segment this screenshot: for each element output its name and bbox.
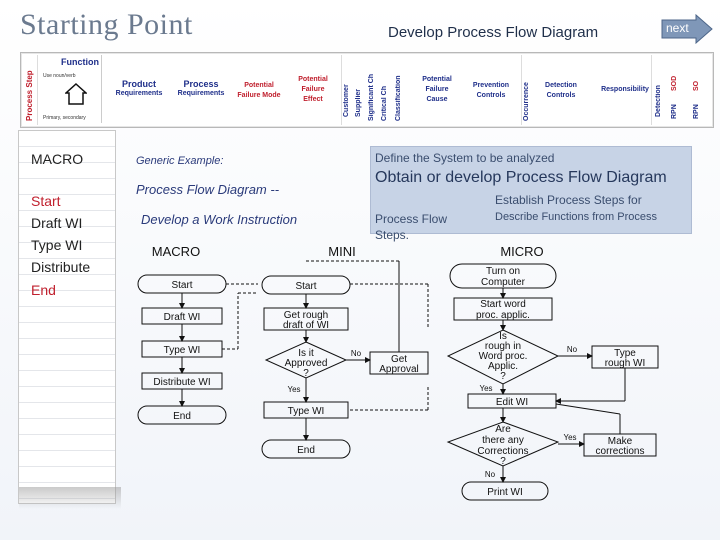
process-step-header: Process Step [25, 70, 34, 121]
list-item-distribute: Distribute [31, 259, 91, 275]
col-mini: MINI [328, 244, 355, 259]
mini-yes: Yes [287, 385, 300, 394]
mini-start: Start [295, 281, 316, 292]
mini-end: End [297, 445, 315, 456]
supplier-header: Supplier [355, 88, 362, 117]
list-item-draft: Draft WI [31, 215, 83, 231]
instruction-2: Obtain or develop Process Flow Diagram [375, 169, 667, 186]
mini-rough-1: Get rough [284, 310, 328, 321]
macro-end: End [173, 411, 191, 422]
rpn-header-2: RPN [693, 104, 700, 119]
mini-get-1: Get [391, 354, 407, 365]
function-hint: Use noun/verb [43, 73, 76, 79]
mini-rough-2: draft of WI [283, 320, 329, 331]
mini-approved-1: Is it [298, 348, 314, 359]
micro-no2: No [485, 470, 496, 479]
process-list-panel: MACRO Start Draft WI Type WI Distribute … [18, 130, 121, 509]
list-item-start: Start [31, 193, 61, 209]
generic-example-line2: Develop a Work Instruction [141, 212, 298, 227]
detection-header: Detection [655, 85, 662, 117]
micro-make-1: Make [608, 436, 633, 447]
critical-ch-header: Critical Ch [381, 85, 388, 121]
micro-rough-4: Applic. [488, 361, 518, 372]
micro-rough-1: Is [499, 331, 507, 342]
classification-header: Classification [395, 75, 402, 121]
responsibility-header: Responsibility [601, 86, 649, 93]
list-item-end: End [31, 282, 56, 298]
micro-corr-3: Corrections [477, 446, 528, 457]
mini-no: No [351, 349, 362, 358]
micro-corr-2: there any [482, 435, 524, 446]
micro-rough-3: Word proc. [479, 351, 528, 362]
micro-corr-4: ? [500, 456, 506, 467]
mini-get-2: Approval [379, 364, 418, 375]
instruction-5: Describe Functions from Process [495, 211, 657, 223]
customer-header: Customer [343, 84, 350, 117]
function-header: Function Use noun/verb Primary, secondar… [39, 55, 102, 123]
mini-approved-3: ? [303, 368, 309, 379]
mini-approved-2: Approved [285, 358, 328, 369]
next-label: next [666, 21, 689, 35]
rpn-header-1: RPN [671, 104, 678, 119]
macro-distribute: Distribute WI [153, 377, 210, 388]
fmea-header: Process Step Function Use noun/verb Prim… [20, 52, 714, 128]
generic-example-label: Generic Example: [136, 155, 224, 167]
micro-no: No [567, 345, 578, 354]
function-hint-2: Primary, secondary [43, 115, 86, 121]
arrow-right-icon [661, 14, 713, 44]
micro-turn-2: Computer [481, 277, 526, 288]
micro-edit: Edit WI [496, 397, 528, 408]
micro-rough-5: ? [500, 371, 506, 382]
list-item-type: Type WI [31, 237, 83, 253]
micro-corr-1: Are [495, 424, 511, 435]
micro-make-2: corrections [596, 446, 645, 457]
micro-turn-1: Turn on [486, 266, 520, 277]
list-item-macro: MACRO [31, 151, 84, 167]
mini-type: Type WI [288, 406, 325, 417]
micro-print: Print WI [487, 487, 523, 498]
micro-start-1: Start word [480, 299, 526, 310]
sod-header: SOD [671, 75, 678, 91]
macro-start: Start [171, 280, 192, 291]
macro-type: Type WI [164, 345, 201, 356]
instruction-3: Establish Process Steps for [495, 193, 642, 207]
function-title: Function [61, 57, 99, 67]
page-subtitle: Develop Process Flow Diagram [388, 24, 599, 41]
micro-type-2: rough WI [605, 358, 646, 369]
micro-yes2: Yes [563, 433, 576, 442]
next-button[interactable]: next [660, 14, 714, 44]
significant-ch-header: Significant Ch [368, 73, 375, 121]
micro-start-2: proc. applic. [476, 310, 530, 321]
macro-draft: Draft WI [164, 312, 201, 323]
occurrence-header: Occurrence [523, 82, 530, 121]
instructions-box: Define the System to be analyzed Obtain … [370, 146, 692, 242]
generic-example-line1: Process Flow Diagram -- [136, 182, 280, 197]
micro-yes: Yes [479, 384, 492, 393]
instruction-4: Process Flow Steps. [375, 212, 448, 242]
house-icon [65, 83, 87, 105]
so-header: SO [693, 80, 700, 91]
page-title: Starting Point [20, 8, 193, 41]
instruction-1: Define the System to be analyzed [375, 151, 555, 165]
col-micro: MICRO [500, 244, 543, 259]
micro-rough-2: rough in [485, 341, 521, 352]
process-flowchart: MACRO MINI MICRO Start Draft WI Type WI … [137, 244, 659, 501]
micro-type-1: Type [614, 348, 636, 359]
col-macro: MACRO [152, 244, 200, 259]
